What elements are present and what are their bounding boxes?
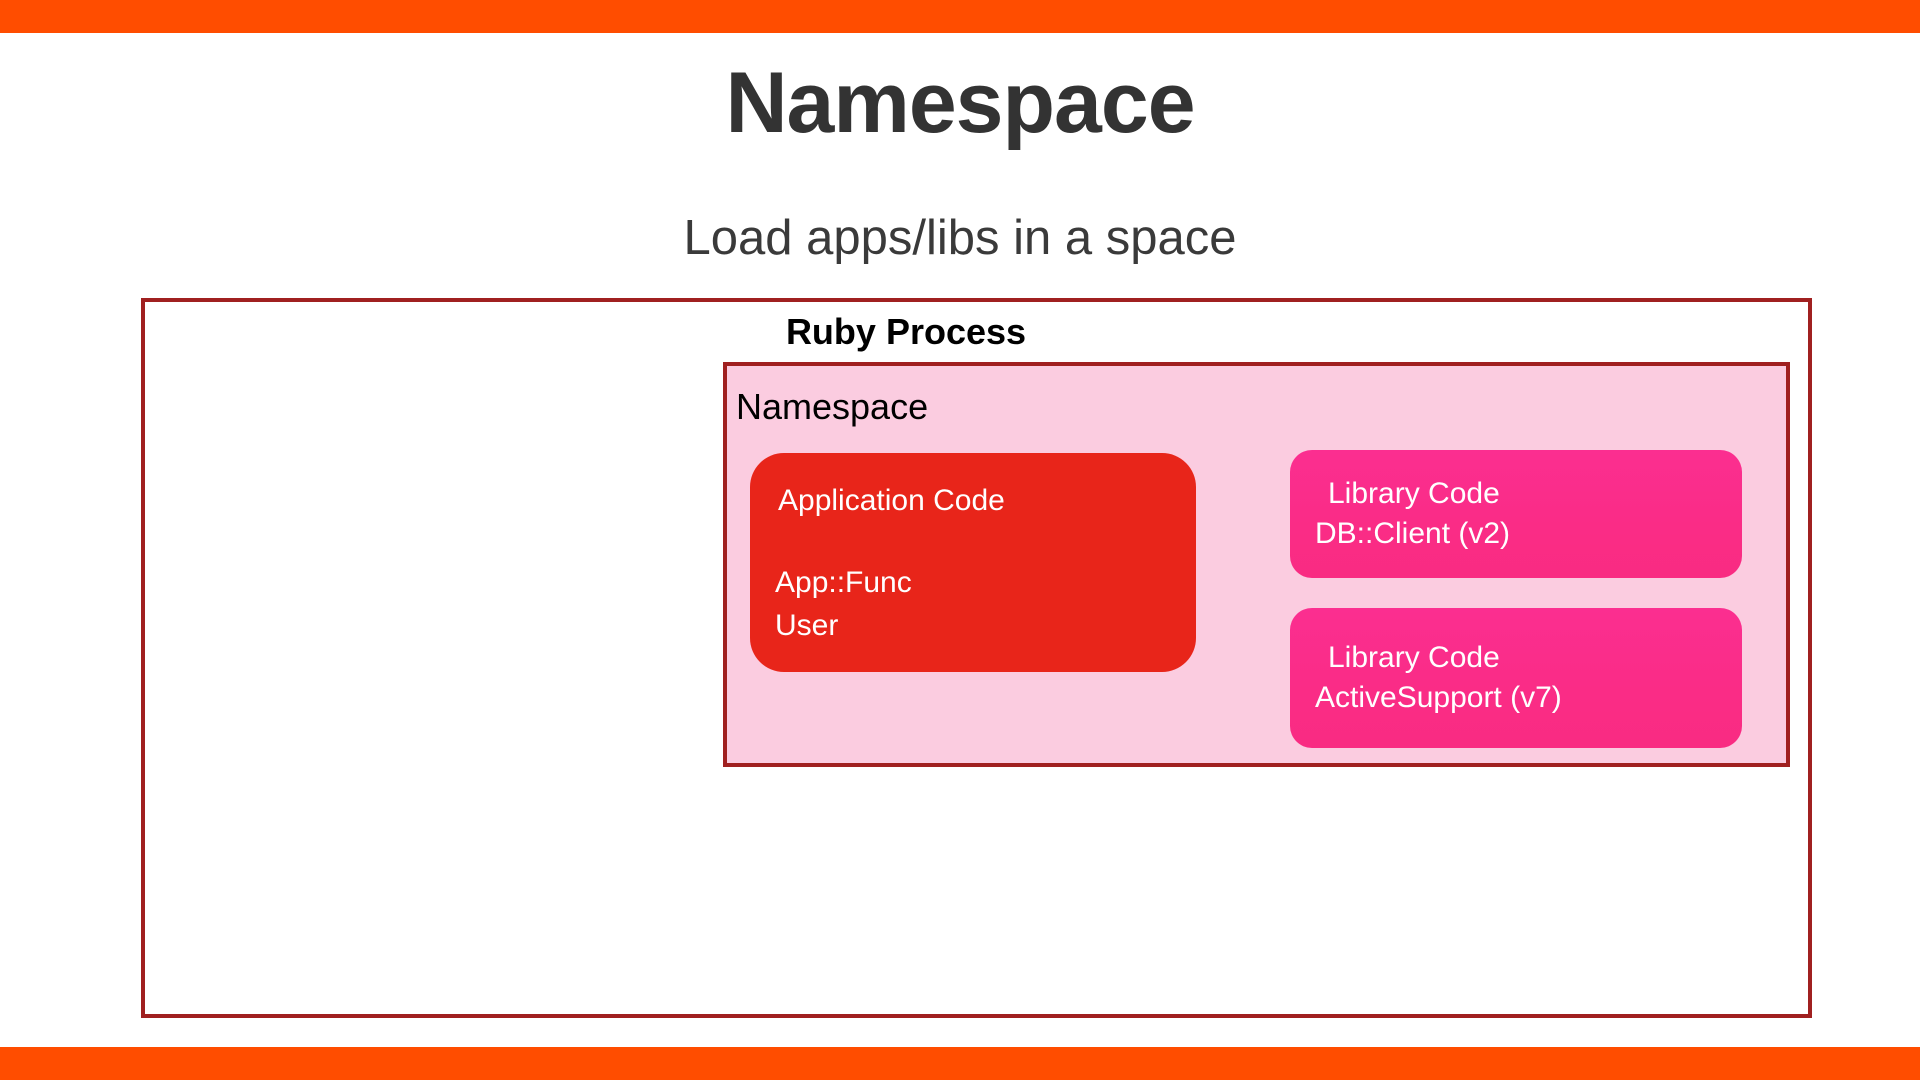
application-code-items: App::Func User bbox=[775, 566, 912, 642]
page-title: Namespace bbox=[725, 55, 1195, 151]
library-code-name: DB::Client (v2) bbox=[1315, 517, 1511, 550]
top-accent-bar bbox=[0, 0, 1920, 33]
library-code-name: ActiveSupport (v7) bbox=[1315, 681, 1562, 714]
application-code-card: Application Code App::Func User bbox=[750, 453, 1196, 672]
application-code-title: Application Code bbox=[778, 484, 1005, 517]
library-code-title: Library Code bbox=[1328, 477, 1500, 510]
bottom-accent-bar bbox=[0, 1047, 1920, 1080]
namespace-label: Namespace bbox=[736, 386, 929, 427]
library-code-card-activesupport: Library Code ActiveSupport (v7) bbox=[1290, 608, 1742, 748]
library-code-title: Library Code bbox=[1328, 641, 1500, 674]
ruby-process-box bbox=[141, 298, 1812, 1018]
ruby-process-label: Ruby Process bbox=[720, 310, 1092, 354]
page-subtitle: Load apps/libs in a space bbox=[683, 211, 1237, 265]
library-code-card-db-client: Library Code DB::Client (v2) bbox=[1290, 450, 1742, 578]
